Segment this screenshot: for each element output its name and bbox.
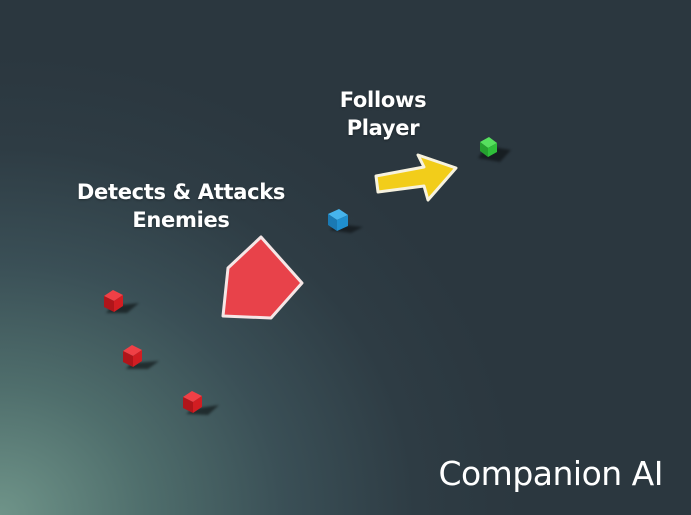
- attack-arrow-icon: [221, 235, 304, 320]
- follows-player-label: Follows Player: [318, 86, 448, 142]
- scene-title: Companion AI: [438, 454, 663, 493]
- enemy-cube-icon: [104, 290, 139, 313]
- detects-label-line2: Enemies: [132, 208, 230, 232]
- player-cube-icon: [478, 137, 511, 162]
- follow-arrow-icon: [374, 153, 458, 202]
- follows-label-line2: Player: [346, 116, 420, 140]
- detects-enemies-label: Detects & Attacks Enemies: [70, 178, 292, 234]
- enemy-cube-icon: [123, 345, 159, 369]
- enemy-cube-icon: [183, 391, 219, 415]
- detects-label-line1: Detects & Attacks: [76, 180, 286, 204]
- follows-label-line1: Follows: [339, 88, 427, 112]
- companion-cube-icon: [328, 209, 363, 233]
